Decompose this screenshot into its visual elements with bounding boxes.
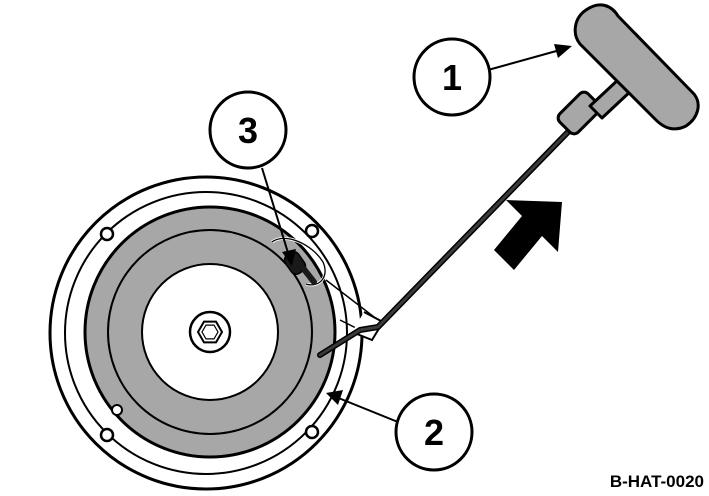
mounting-hole — [304, 223, 320, 239]
callout-2-label: 2 — [424, 412, 444, 453]
pull-direction-arrow-icon — [494, 200, 562, 270]
leader-line-2 — [335, 396, 399, 423]
callout-3-label: 3 — [238, 110, 258, 151]
callout-2: 2 — [394, 392, 474, 472]
leader-arrowhead-1 — [554, 44, 572, 58]
drum-notch — [111, 404, 123, 416]
leader-arrowhead-2 — [326, 390, 343, 405]
starter-handle — [556, 3, 700, 136]
mounting-holes — [99, 223, 320, 443]
leader-arrowhead-3 — [282, 249, 296, 266]
callout-1-label: 1 — [442, 57, 462, 98]
callout-3: 3 — [208, 90, 288, 170]
figure-code: B-HAT-0020 — [610, 472, 704, 491]
mounting-hole — [304, 424, 320, 440]
callout-1: 1 — [412, 37, 492, 117]
starter-rope — [317, 129, 571, 358]
mounting-hole — [99, 226, 115, 242]
leader-line-1 — [487, 49, 561, 71]
mounting-hole — [99, 427, 115, 443]
leader-line-3 — [261, 167, 290, 257]
center-bolt — [188, 310, 232, 354]
leader-lines — [261, 44, 572, 423]
